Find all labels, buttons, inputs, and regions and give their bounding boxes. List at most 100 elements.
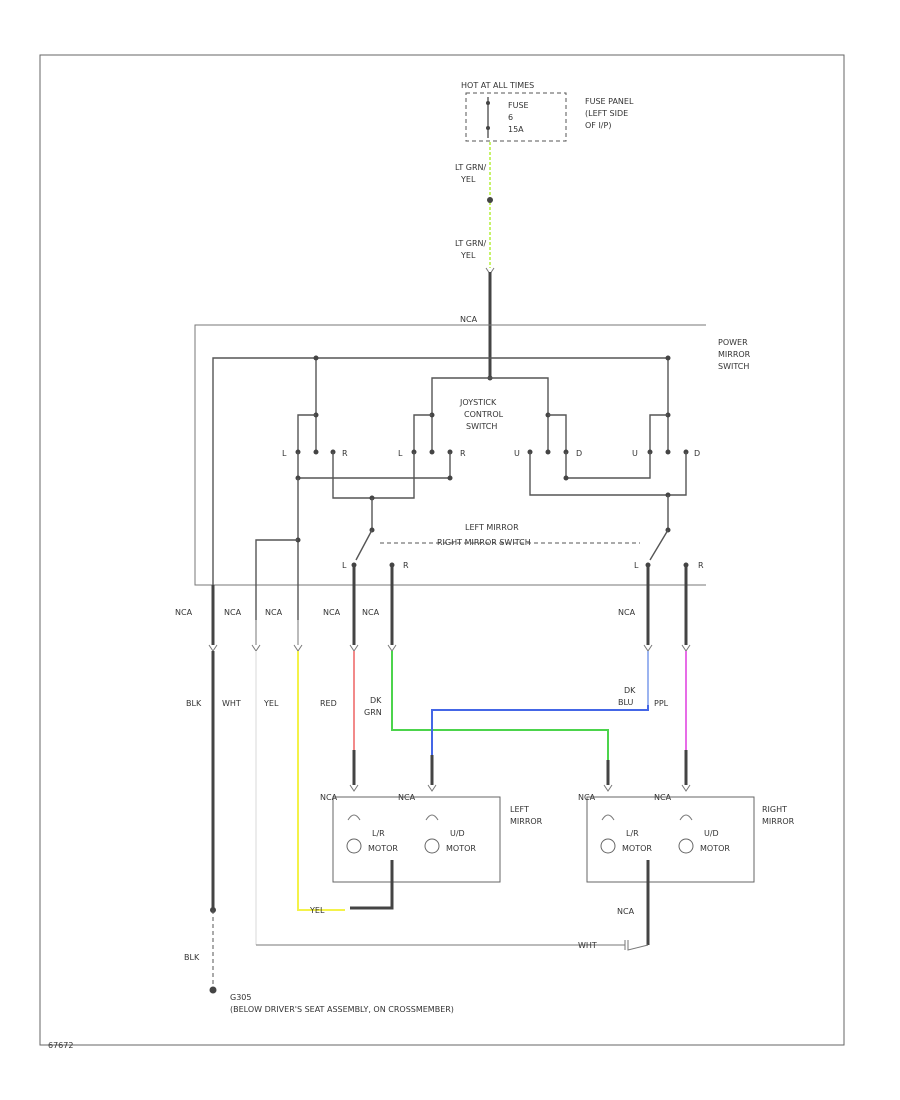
terminal (313, 449, 319, 455)
connector (603, 784, 613, 792)
feed-nca: NCA (460, 315, 478, 324)
left-mirror-motor-ud: U/D MOTOR (424, 829, 476, 854)
connector (624, 940, 649, 951)
motor-label: U/D (704, 829, 719, 838)
diagram-frame (39, 54, 845, 1046)
motor-symbol (678, 838, 694, 854)
switch-title-1: POWER (718, 338, 748, 347)
left-mirror-conn-a: NCA (320, 793, 338, 802)
splice-feed (487, 197, 493, 203)
output-lr-left (297, 452, 451, 479)
connector (643, 644, 653, 652)
switch-title-3: SWITCH (718, 362, 749, 371)
feed-color-upper-1: LT GRN/ (455, 163, 487, 172)
nca-label: NCA (265, 608, 283, 617)
wire-label-yel-bottom: YEL (309, 906, 325, 915)
fuse-terminal-top (486, 101, 490, 105)
terminal-label: L (342, 561, 347, 570)
terminal-label: U (632, 449, 638, 458)
node (447, 475, 453, 481)
right-mirror-motor-ud: U/D MOTOR (678, 829, 730, 854)
right-mirror-conn-a: NCA (578, 793, 596, 802)
connector (349, 784, 359, 792)
right-mirror-label-1: RIGHT (762, 805, 787, 814)
joystick-label-2: CONTROL (464, 410, 504, 419)
bus-branch (297, 414, 316, 450)
left-mirror-terminal (425, 814, 439, 821)
wire-yel (297, 651, 345, 911)
fuse-location-1: FUSE PANEL (585, 97, 634, 106)
motor-label: MOTOR (622, 844, 652, 853)
fuse-location-3: OF I/P) (585, 121, 611, 130)
motor-label: L/R (626, 829, 639, 838)
motor-label: U/D (450, 829, 465, 838)
left-mirror-label-1: LEFT (510, 805, 529, 814)
left-mirror-box (332, 796, 501, 883)
bus-branch (649, 414, 668, 450)
wire-label-dk-blu-1: DK (624, 686, 636, 695)
wire-dk-grn (391, 651, 609, 760)
fuse-hot-label: HOT AT ALL TIMES (461, 81, 534, 90)
nca-label: NCA (362, 608, 380, 617)
wire-label-blk: BLK (186, 699, 202, 708)
right-mirror-terminal (601, 814, 615, 821)
motor-label: L/R (372, 829, 385, 838)
footer-code: 67672 (48, 1041, 73, 1050)
fuse-rating: 15A (508, 125, 524, 134)
output-lr-right (332, 452, 415, 499)
wire-label-wht: WHT (222, 699, 241, 708)
motor-label: MOTOR (368, 844, 398, 853)
wire-label-dk-grn-1: DK (370, 696, 382, 705)
connector (387, 644, 397, 652)
right-mirror-box (586, 796, 755, 883)
feed-color-lower-1: LT GRN/ (455, 239, 487, 248)
wire-dk-blu (431, 651, 649, 755)
ground-description: (BELOW DRIVER'S SEAT ASSEMBLY, ON CROSSM… (230, 1005, 454, 1014)
fuse-location-2: (LEFT SIDE (585, 109, 628, 118)
feed-color-lower-2: YEL (460, 251, 476, 260)
connector (293, 644, 303, 652)
left-mirror-motor-lr: L/R MOTOR (346, 829, 398, 854)
motor-symbol (346, 838, 362, 854)
ground-point (209, 986, 217, 994)
bus-branch (548, 414, 567, 450)
bus-branch (413, 414, 432, 450)
ground-id: G305 (230, 993, 251, 1002)
wire-label-dk-grn-2: GRN (364, 708, 382, 717)
right-mirror-label-2: MIRROR (762, 817, 795, 826)
right-mirror-motor-lr: L/R MOTOR (600, 829, 652, 854)
nca-label: NCA (323, 608, 341, 617)
terminal-label: R (698, 561, 704, 570)
terminal (545, 449, 551, 455)
nca-label: NCA (618, 608, 636, 617)
wire-label-blk-bottom: BLK (184, 953, 200, 962)
connector (427, 784, 437, 792)
wire-label-wht-bottom: WHT (578, 941, 597, 950)
wire-label-yel: YEL (263, 699, 279, 708)
right-mirror-conn-b: NCA (654, 793, 672, 802)
terminal-label: R (403, 561, 409, 570)
bus-outer (212, 357, 669, 620)
joystick-label-1: JOYSTICK (459, 398, 497, 407)
terminal-row: L R L R U D U D (282, 449, 700, 458)
left-mirror-label-2: MIRROR (510, 817, 543, 826)
terminal-label: D (694, 449, 700, 458)
terminal (429, 449, 435, 455)
wire-label-dk-blu-2: BLU (618, 698, 634, 707)
switch-title-2: MIRROR (718, 350, 751, 359)
nca-label: NCA (224, 608, 242, 617)
connector (251, 644, 261, 652)
node (313, 355, 319, 361)
left-mirror-terminal (347, 814, 361, 821)
motor-symbol (424, 838, 440, 854)
motor-symbol (600, 838, 616, 854)
fuse-panel-box (465, 92, 567, 142)
terminal-label: U (514, 449, 520, 458)
wire-label-red: RED (320, 699, 337, 708)
connector-row (208, 644, 691, 652)
terminal-label: L (398, 449, 403, 458)
terminal-label: L (282, 449, 287, 458)
fuse-terminal-bottom (486, 126, 490, 130)
left-mirror-ground (350, 860, 394, 910)
